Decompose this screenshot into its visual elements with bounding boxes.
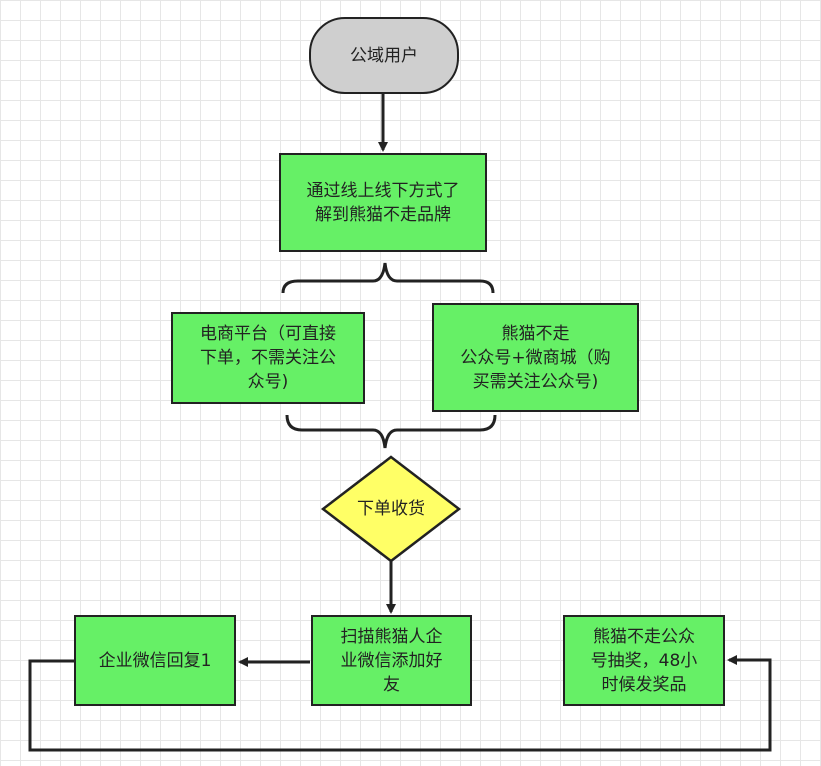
node-learn-brand: 通过线上线下方式了 解到熊猫不走品牌 (279, 153, 487, 252)
arrow-reply-to-lottery (28, 655, 772, 752)
node-wecom-reply: 企业微信回复1 (74, 615, 236, 706)
node-wechat-mall: 熊猫不走 公众号+微商城（购 买需关注公众号) (432, 303, 639, 412)
brace-top (281, 262, 495, 294)
node-order-received: 下单收货 (357, 499, 425, 519)
node-public-users: 公域用户 (309, 17, 459, 94)
node-ecommerce-platform: 电商平台（可直接 下单，不需关注公 众号) (171, 312, 365, 404)
node-lottery: 熊猫不走公众 号抽奖，48小 时候发奖品 (563, 615, 725, 706)
node-scan-wecom: 扫描熊猫人企 业微信添加好 友 (311, 615, 472, 706)
brace-bottom (285, 414, 497, 449)
